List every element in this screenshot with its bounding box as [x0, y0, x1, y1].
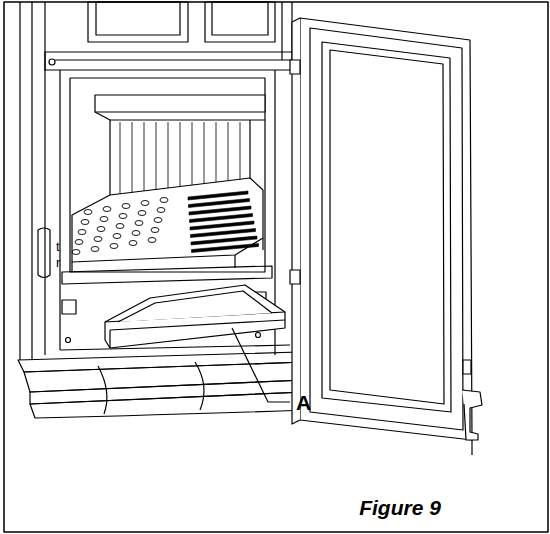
door-latch [38, 228, 50, 278]
figure-frame [4, 2, 548, 532]
text-fragment: t [56, 240, 60, 253]
hearth-steps [18, 352, 305, 418]
figure-caption: Figure 9 [359, 497, 441, 518]
open-door [290, 18, 482, 455]
callout-letter: A [296, 392, 311, 413]
ash-pan [105, 285, 285, 348]
stove-body [20, 2, 300, 360]
leader-line [232, 328, 290, 402]
text-fragment: r [56, 256, 60, 269]
